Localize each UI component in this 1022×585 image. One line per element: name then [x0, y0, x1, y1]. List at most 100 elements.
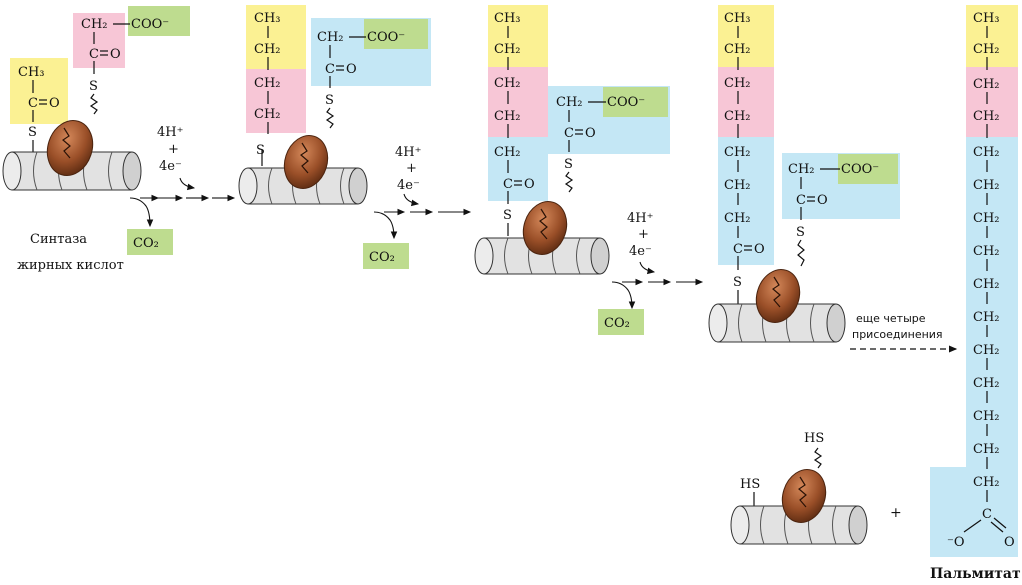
palm-ch2-12: CH₂ — [973, 409, 1000, 424]
s4-ch2-d: CH₂ — [724, 145, 751, 160]
acp-protein-3 — [522, 201, 568, 255]
s3-ch2-c: CH₂ — [494, 109, 521, 124]
more-cycles-line1: еще четыре — [856, 312, 926, 325]
palmitate-label: Пальмитат — [930, 566, 1021, 582]
stage-3: CH₃ CH₂ CH₂ CH₂ CH₂ C O S CH₂ COO⁻ C O S — [474, 11, 704, 331]
s4-ch2-c: CH₂ — [724, 109, 751, 124]
condensation-arrow-2 — [373, 193, 472, 240]
co2-label-2: CO₂ — [369, 250, 395, 265]
s3-mal-ch2: CH₂ — [556, 95, 583, 110]
carboxyl-box-4 — [838, 154, 898, 184]
s2-ch3: CH₃ — [254, 11, 281, 26]
reducing-h-3: 4H⁺ — [627, 211, 653, 226]
palmitate-blue-box — [966, 137, 1018, 467]
s3-c: C — [503, 177, 513, 192]
palm-ch2-6: CH₂ — [973, 211, 1000, 226]
condensation-arrow-3 — [611, 261, 704, 310]
acetyl-o: O — [49, 96, 60, 111]
co2-label-1: CO₂ — [133, 236, 159, 251]
palm-ch2-8: CH₂ — [973, 277, 1000, 292]
s3-ch2-b: CH₂ — [494, 76, 521, 91]
co2-box-3 — [598, 309, 644, 335]
malonyl-coo: COO⁻ — [131, 17, 169, 32]
palm-ch2-14: CH₂ — [973, 475, 1000, 490]
s2-mal-c: C — [325, 62, 335, 77]
s2-mal-o: O — [346, 62, 357, 77]
s4-mal-s: S — [796, 225, 805, 240]
palm-ch2-1: CH₂ — [973, 42, 1000, 57]
s4-ch2-e: CH₂ — [724, 178, 751, 193]
s3-ch2-a: CH₂ — [494, 42, 521, 57]
malonyl-o: O — [110, 47, 121, 62]
hexanoyl-tail-box — [488, 5, 548, 67]
carboxyl-box-2 — [364, 19, 428, 49]
s4-c: C — [733, 242, 743, 257]
s2-ch2-b: CH₂ — [254, 76, 281, 91]
hexanoyl-head-box — [488, 137, 548, 201]
palmitate-head-box — [930, 467, 1018, 557]
s4-ch2-b: CH₂ — [724, 76, 751, 91]
palm-ch2-13: CH₂ — [973, 442, 1000, 457]
fatty-acids-label: жирных кислот — [17, 258, 124, 273]
s2-acyl-s: S — [256, 143, 265, 158]
co2-label-3: CO₂ — [604, 316, 630, 331]
palmitate-pink-box — [966, 67, 1018, 137]
reducing-plus-1: + — [168, 142, 179, 157]
octanoyl-tail-box — [718, 5, 774, 67]
free-hs-side: HS — [740, 477, 760, 492]
s3-mal-coo: COO⁻ — [607, 95, 645, 110]
s2-mal-coo: COO⁻ — [367, 30, 405, 45]
s4-ch2-a: CH₂ — [724, 42, 751, 57]
co2-box-1 — [127, 229, 173, 255]
malonyl-s: S — [89, 79, 98, 94]
s2-ch2-c: CH₂ — [254, 107, 281, 122]
enzyme-cylinder-4 — [708, 303, 846, 343]
synthase-label: Синтаза — [30, 232, 87, 247]
s3-mal-o: O — [585, 126, 596, 141]
palm-ch2-3: CH₂ — [973, 109, 1000, 124]
plus-sign: + — [890, 505, 902, 521]
s4-mal-coo: COO⁻ — [841, 162, 879, 177]
palmitate: CH₃ CH₂ CH₂ CH₂ CH₂ CH₂ CH₂ CH₂ CH₂ CH₂ … — [930, 11, 1021, 582]
palm-ch3: CH₃ — [973, 11, 1000, 26]
palm-ch2-4: CH₂ — [973, 145, 1000, 160]
palm-o-minus: ⁻O — [947, 535, 965, 550]
palm-o: O — [1004, 535, 1015, 550]
reducing-e-1: 4e⁻ — [159, 159, 182, 174]
reducing-h-2: 4H⁺ — [395, 145, 421, 160]
stage-4: CH₃ CH₂ CH₂ CH₂ CH₂ CH₂ CH₂ C O S CH₂ CO… — [708, 11, 958, 353]
butyryl-head-box — [246, 69, 306, 133]
stage-1: CH₃ C O S CH₂ COO⁻ C O S Синтаза жи — [2, 17, 236, 273]
reducing-h-1: 4H⁺ — [157, 125, 183, 140]
reducing-e-2: 4e⁻ — [397, 178, 420, 193]
s3-mal-c: C — [564, 126, 574, 141]
acp-protein-2 — [283, 135, 329, 189]
acetyl-ch3: CH₃ — [18, 65, 45, 80]
s3-mal-s: S — [564, 157, 573, 172]
more-cycles-line2: присоединения — [852, 328, 943, 341]
hexanoyl-mid-box — [488, 67, 548, 137]
free-enzyme: HS HS + — [730, 431, 902, 545]
acetyl-box — [10, 58, 68, 124]
reducing-e-3: 4e⁻ — [629, 244, 652, 259]
malonyl-core-box — [73, 13, 125, 68]
group-backgrounds — [10, 5, 1018, 557]
palm-ch2-5: CH₂ — [973, 178, 1000, 193]
palm-ch2-11: CH₂ — [973, 376, 1000, 391]
s4-mal-c: C — [796, 193, 806, 208]
s2-ch2-a: CH₂ — [254, 42, 281, 57]
butyryl-tail-box — [246, 5, 306, 69]
acetyl-c: C — [28, 96, 38, 111]
s4-mal-o: O — [817, 193, 828, 208]
co2-box-2 — [363, 243, 409, 269]
free-hs-top: HS — [804, 431, 824, 446]
s2-mal-ch2: CH₂ — [317, 30, 344, 45]
carboxyl-box — [128, 6, 190, 36]
reducing-plus-3: + — [638, 227, 649, 242]
enzyme-cylinder-3 — [474, 237, 610, 275]
acp-protein-4 — [755, 269, 801, 323]
s4-ch2-f: CH₂ — [724, 211, 751, 226]
s2-mal-s: S — [325, 93, 334, 108]
palm-ch2-7: CH₂ — [973, 244, 1000, 259]
s3-s: S — [503, 208, 512, 223]
